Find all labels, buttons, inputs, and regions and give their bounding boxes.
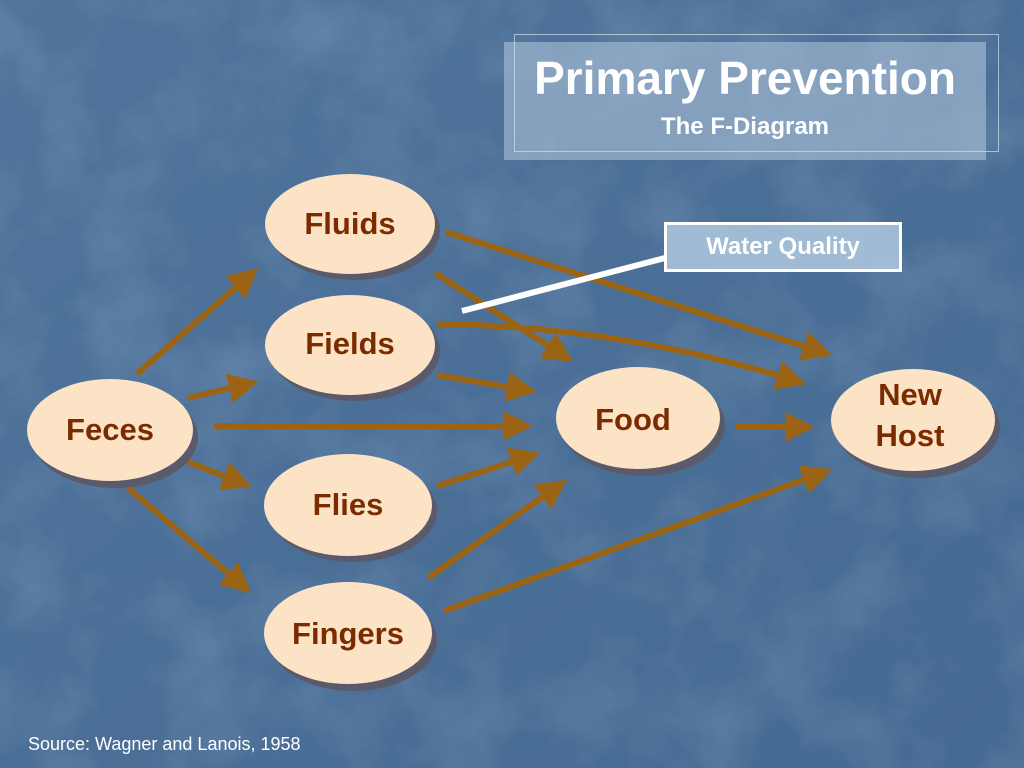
arrows (126, 229, 833, 614)
arrow-fluids-newhost (445, 229, 833, 361)
arrow-fields-newhost (436, 321, 807, 390)
node-label-flies: Flies (313, 487, 384, 522)
arrow-feces-fingers (126, 485, 252, 594)
node-label-food: Food (595, 402, 671, 437)
node-fluids: Fluids (265, 174, 440, 280)
slide-subtitle: The F-Diagram (660, 113, 830, 140)
node-fields: Fields (265, 295, 440, 401)
node-label-new-host-line1: New (878, 377, 943, 412)
arrow-fluids-food (433, 270, 574, 362)
node-feces: Feces (27, 379, 198, 488)
arrow-feces-fluids (135, 267, 259, 377)
node-label-fields: Fields (305, 326, 395, 361)
node-food: Food (556, 367, 725, 476)
slide-title: Primary Prevention (534, 52, 956, 104)
arrow-feces-flies (186, 459, 253, 491)
node-flies: Flies (264, 454, 437, 562)
callout-connector (461, 255, 666, 314)
node-new-host: New Host (831, 369, 1000, 478)
arrow-fingers-food (426, 479, 567, 581)
title-panel (504, 42, 986, 160)
source-citation: Source: Wagner and Lanois, 1958 (28, 734, 301, 754)
arrow-fields-food (436, 372, 537, 402)
node-label-fingers: Fingers (292, 616, 404, 651)
node-label-new-host-line2: Host (876, 418, 945, 453)
arrow-flies-food (436, 447, 541, 489)
node-label-fluids: Fluids (304, 206, 395, 241)
water-quality-callout: Water Quality (664, 222, 902, 272)
arrow-fingers-newhost (442, 465, 833, 614)
arrow-feces-fields (187, 373, 259, 403)
node-fingers: Fingers (264, 582, 437, 691)
node-label-feces: Feces (66, 412, 154, 447)
title-frame (514, 34, 999, 152)
